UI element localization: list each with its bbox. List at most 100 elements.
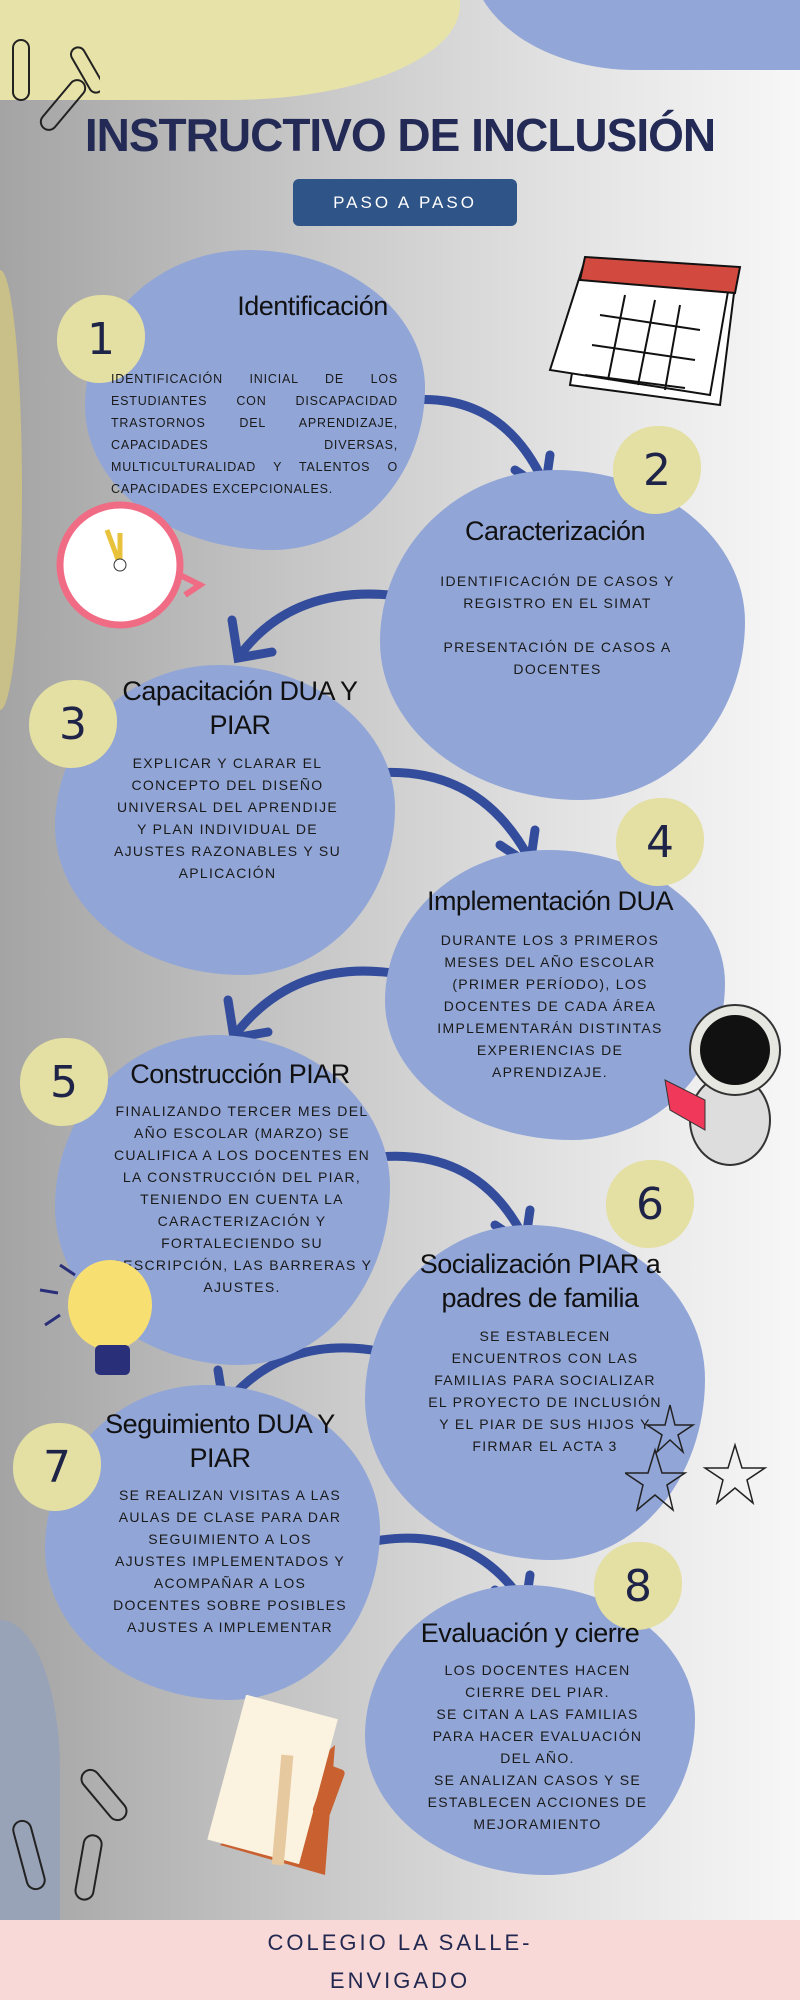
step-description-line: LA CONSTRUCCIÓN DEL PIAR, (122, 1169, 362, 1185)
step-description-line: DURANTE LOS 3 PRIMEROS (440, 932, 660, 948)
step-description-line: PRESENTACIÓN DE CASOS A (443, 639, 672, 655)
step-description-line: Y PLAN INDIVIDUAL DE (137, 821, 318, 837)
step-description-line: Y EL PIAR DE SUS HIJOS Y (439, 1416, 651, 1432)
step-number-badge: 7 (13, 1423, 101, 1511)
step-description-line: APLICACIÓN (178, 865, 277, 881)
astronaut-icon (664, 1004, 781, 1166)
step-title-line: Construcción PIAR (130, 1059, 350, 1089)
paperclips-icon (12, 1768, 128, 1901)
step-title-line: padres de familia (441, 1282, 639, 1313)
step-description: FINALIZANDO TERCER MES DEL AÑO ESCOLAR (M… (82, 1100, 402, 1298)
step-title-line: Caracterización (464, 516, 646, 546)
step-2-bubble (380, 470, 745, 800)
step-number-badge: 6 (606, 1160, 694, 1248)
step-title: Evaluación y cierre (390, 1617, 670, 1651)
step-description-line: AJUSTES IMPLEMENTADOS Y (114, 1553, 346, 1569)
step-description-line: FORTALECIENDO SU (161, 1235, 323, 1251)
step-description-line: FAMILIAS PARA SOCIALIZAR (434, 1372, 656, 1388)
step-description-line: AJUSTES. (203, 1279, 281, 1295)
step-description-line: CARACTERIZACIÓN Y (157, 1213, 327, 1229)
step-description-line: AÑO ESCOLAR (MARZO) SE (133, 1125, 351, 1141)
step-description-line: APRENDIZAJE. (492, 1064, 608, 1080)
step-description: DURANTE LOS 3 PRIMEROS MESES DEL AÑO ESCO… (395, 929, 705, 1083)
step-title-line: Implementación DUA (426, 886, 674, 916)
step-title-line: Capacitación DUA Y (122, 676, 358, 706)
step-title-line: Evaluación y cierre (420, 1618, 640, 1648)
step-description-line: ENCUENTROS CON LAS (451, 1350, 639, 1366)
step-title: Identificación (135, 290, 490, 324)
step-description-line: IDENTIFICACIÓN INICIAL DE LOS (111, 372, 398, 386)
step-title-line: Socialización PIAR a (419, 1249, 661, 1279)
notebook-icon (207, 1695, 345, 1875)
step-description-line: AJUSTES A IMPLEMENTAR (127, 1619, 333, 1635)
step-description-line: MESES DEL AÑO ESCOLAR (444, 954, 656, 970)
step-title-line: PIAR (209, 709, 271, 740)
footer-school-name: COLEGIO LA SALLE- (267, 1930, 533, 1955)
step-description-line: MEJORAMIENTO (473, 1816, 602, 1832)
step-title: Construcción PIAR (95, 1058, 385, 1092)
step-description-line: (PRIMER PERÍODO), LOS (452, 976, 648, 992)
step-description-line: DOCENTES (513, 661, 602, 677)
step-description-line: FIRMAR EL ACTA 3 (472, 1438, 618, 1454)
step-number-badge: 4 (616, 798, 704, 886)
step-description: EXPLICAR Y CLARAR EL CONCEPTO DEL DISEÑO U… (90, 752, 365, 884)
step-description-line: IDENTIFICACIÓN DE CASOS Y (440, 573, 675, 589)
step-description-line: FINALIZANDO TERCER MES DEL (115, 1103, 369, 1119)
step-title-line: Identificación (237, 291, 388, 321)
step-description-line: DOCENTES SOBRE POSIBLES (113, 1597, 347, 1613)
step-6-bubble (365, 1225, 705, 1560)
step-description: SE ESTABLECEN ENCUENTROS CON LAS FAMILIAS … (395, 1325, 695, 1457)
step-number-badge: 5 (20, 1038, 108, 1126)
step-description-line: EL PROYECTO DE INCLUSIÓN (428, 1394, 662, 1410)
decor-tan-shape (0, 270, 22, 710)
clock-icon (56, 501, 206, 629)
step-title: Caracterización (410, 515, 700, 549)
calendar-icon (548, 255, 742, 407)
paperclips-icon (12, 39, 100, 131)
step-description-line: CONCEPTO DEL DISEÑO (131, 777, 324, 793)
step-description-line: DOCENTES DE CADA ÁREA (443, 998, 657, 1014)
step-description-line: DESCRIPCIÓN, LAS BARRERAS Y (111, 1257, 373, 1273)
step-description-line: SE REALIZAN VISITAS A LAS (118, 1487, 342, 1503)
step-number-badge: 8 (594, 1542, 682, 1630)
step-title-line: Seguimiento DUA Y (105, 1409, 335, 1439)
step-description-line: REGISTRO EN EL SIMAT (463, 595, 652, 611)
step-1-bubble (85, 250, 425, 550)
step-number-badge: 1 (57, 295, 145, 383)
step-description-line: TRASTORNOS DEL APRENDIZAJE, (111, 416, 398, 430)
step-description-line: AJUSTES RAZONABLES Y SU (113, 843, 341, 859)
step-number-badge: 3 (29, 680, 117, 768)
step-description-line: CAPACIDADES EXCEPCIONALES. (111, 482, 334, 496)
step-description-line: LOS DOCENTES HACEN (444, 1662, 631, 1678)
step-description-line: IMPLEMENTARÁN DISTINTAS (437, 1020, 663, 1036)
step-description-line: ESTABLECEN ACCIONES DE (427, 1794, 648, 1810)
step-description-line: SEGUIMIENTO A LOS (148, 1531, 312, 1547)
step-description-line: UNIVERSAL DEL APRENDIJE (116, 799, 339, 815)
step-description: IDENTIFICACIÓN DE CASOS Y REGISTRO EN EL … (420, 570, 695, 680)
step-title-line: PIAR (189, 1442, 251, 1473)
step-description-line: EXPLICAR Y CLARAR EL (132, 755, 323, 771)
step-description-line: MULTICULTURALIDAD Y TALENTOS O (111, 460, 398, 474)
footer: COLEGIO LA SALLE- ENVIGADO (0, 1920, 800, 2000)
step-description-line (420, 614, 695, 636)
step-number-badge: 2 (613, 426, 701, 514)
step-7-bubble (45, 1385, 380, 1700)
step-description-line: CUALIFICA A LOS DOCENTES EN (113, 1147, 371, 1163)
step-description-line: AULAS DE CLASE PARA DAR (118, 1509, 342, 1525)
step-description-line: SE ANALIZAN CASOS Y SE (433, 1772, 642, 1788)
step-title: Implementación DUA (400, 885, 700, 919)
lightbulb-icon (39, 1260, 152, 1375)
step-description-line: TENIENDO EN CUENTA LA (140, 1191, 344, 1207)
step-description-line: CAPACIDADES DIVERSAS, (111, 438, 398, 452)
footer-school-location: ENVIGADO (329, 1968, 471, 1993)
paso-a-paso-button[interactable]: PASO A PASO (293, 179, 517, 226)
step-description: SE REALIZAN VISITAS A LAS AULAS DE CLASE … (85, 1484, 375, 1638)
stars-icon (625, 1404, 768, 1513)
step-description-line: SE ESTABLECEN (479, 1328, 611, 1344)
page-title: INSTRUCTIVO DE INCLUSIÓN (84, 109, 716, 161)
